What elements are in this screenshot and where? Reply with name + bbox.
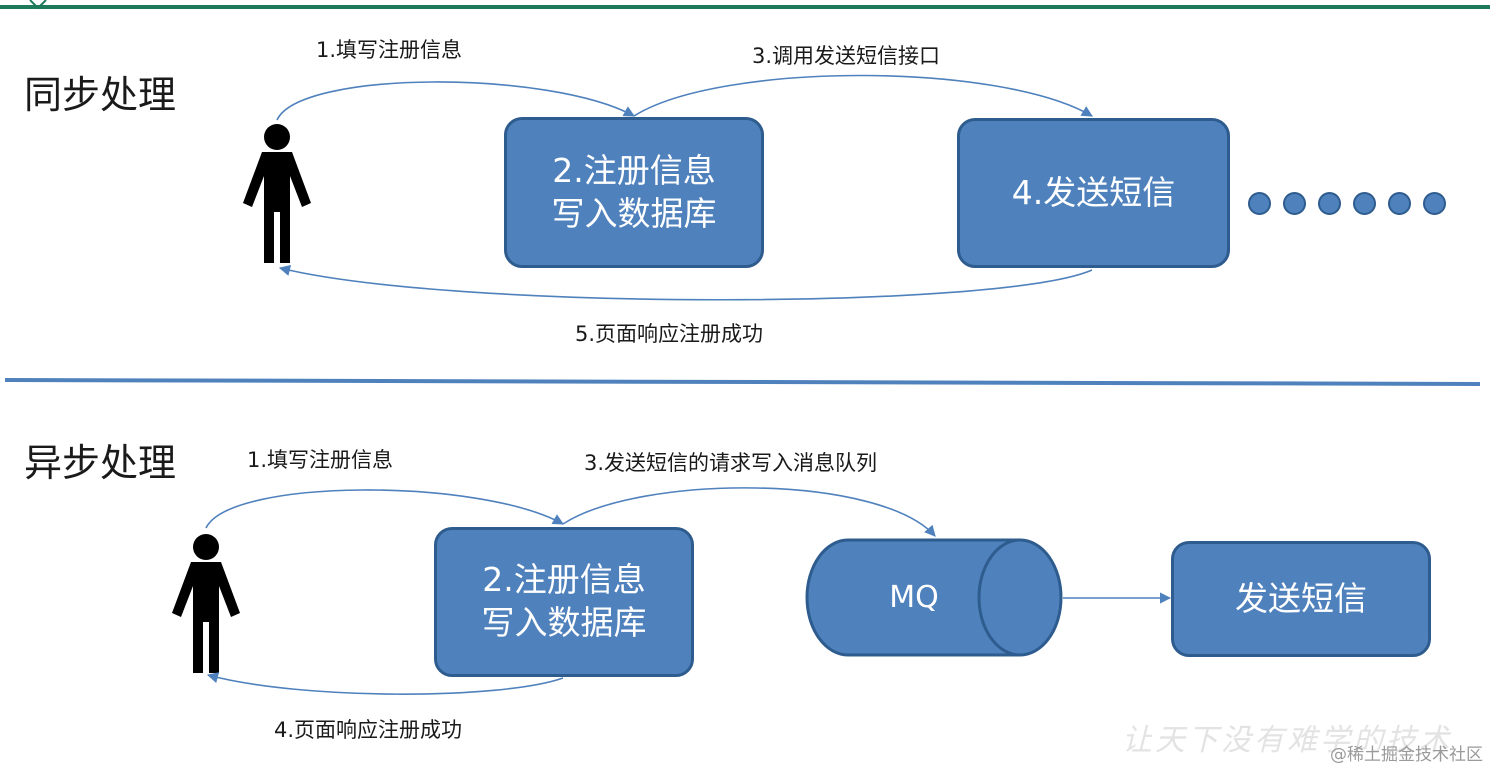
sync-send-sms-label: 4.发送短信: [1011, 172, 1176, 212]
ellipsis-dot: [1318, 192, 1341, 215]
ellipsis-dot: [1353, 192, 1376, 215]
async-db-write-line1: 2.注册信息: [482, 560, 646, 600]
arrow-async-step3: [562, 487, 936, 537]
ellipsis-dot: [1423, 192, 1446, 215]
sync-step5-label: 5.页面响应注册成功: [575, 322, 764, 346]
ellipsis-dot: [1248, 192, 1271, 215]
person-icon: [172, 534, 240, 673]
async-step4-label: 4.页面响应注册成功: [274, 718, 463, 742]
sync-db-write-line2: 写入数据库: [551, 193, 717, 233]
sync-db-write-box: 2.注册信息 写入数据库: [504, 117, 764, 268]
async-section-title: 异步处理: [24, 441, 177, 485]
arrow-sync-step3: [633, 74, 1093, 117]
ellipsis-dot: [1283, 192, 1306, 215]
arrow-sync-step1: [276, 81, 635, 121]
top-rule-notch-icon: [29, 0, 47, 10]
trailing-dots: [1248, 192, 1446, 215]
async-step1-label: 1.填写注册信息: [247, 448, 394, 472]
arrow-async-step4: [206, 672, 564, 695]
async-db-write-line2: 写入数据库: [481, 603, 647, 642]
mq-label: MQ: [889, 580, 939, 615]
async-db-write-box: 2.注册信息 写入数据库: [434, 527, 694, 677]
async-send-sms-label: 发送短信: [1235, 578, 1367, 618]
sync-db-write-line1: 2.注册信息: [552, 150, 716, 190]
sync-step1-label: 1.填写注册信息: [316, 38, 463, 62]
person-icon: [243, 124, 311, 263]
sync-section-title: 同步处理: [24, 73, 177, 117]
async-send-sms-box: 发送短信: [1171, 541, 1431, 657]
arrow-async-step1: [205, 489, 564, 529]
ellipsis-dot: [1388, 192, 1411, 215]
mq-cylinder: [805, 538, 1063, 657]
credit-text: @稀土掘金技术社区: [1330, 745, 1483, 765]
watermark-text: 让天下没有难学的技术: [1122, 723, 1452, 758]
async-step3-label: 3.发送短信的请求写入消息队列: [584, 451, 878, 475]
sync-step3-label: 3.调用发送短信接口: [752, 44, 941, 68]
arrow-sync-step5: [278, 264, 1093, 301]
section-divider: [4, 378, 1481, 386]
sync-send-sms-box: 4.发送短信: [957, 118, 1230, 268]
